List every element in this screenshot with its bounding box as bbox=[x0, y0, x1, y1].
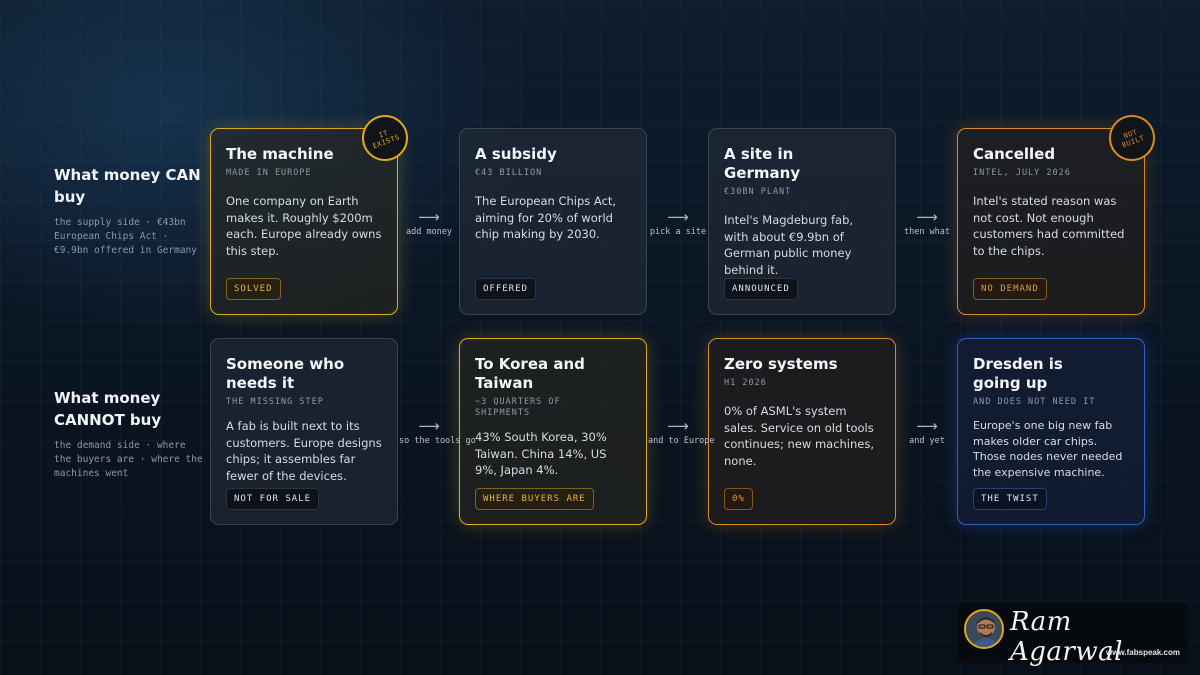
right-arrow-icon: ⟶ bbox=[916, 417, 938, 435]
connector-and-to-europe: ⟶ and to Europe bbox=[648, 417, 715, 446]
card-someone-who-needs-it: Someone who needs it THE MISSING STEP A … bbox=[210, 338, 398, 525]
card-meta: INTEL, JULY 2026 bbox=[973, 168, 1071, 178]
card-title: The machine bbox=[226, 145, 334, 163]
connector-label: add money bbox=[405, 227, 453, 237]
connector-label: then what bbox=[903, 227, 951, 237]
right-arrow-icon: ⟶ bbox=[916, 208, 938, 226]
card-meta: THE MISSING STEP bbox=[226, 397, 324, 407]
card-meta: €43 BILLION bbox=[475, 168, 543, 178]
card-meta: ~3 QUARTERS OF SHIPMENTS bbox=[475, 397, 561, 418]
right-arrow-icon: ⟶ bbox=[667, 208, 689, 226]
row-label-cannot-buy: What money CANNOT buy the demand side · … bbox=[54, 387, 204, 481]
card-body: Intel's stated reason was not cost. Not … bbox=[973, 194, 1125, 258]
card-body: Intel's Magdeburg fab, with about €9.9bn… bbox=[724, 213, 854, 277]
card-cancelled: Cancelled INTEL, JULY 2026 Intel's state… bbox=[957, 128, 1145, 315]
card-body: Europe's one big new fab makes older car… bbox=[973, 419, 1123, 479]
stamp-text: IT EXISTS bbox=[371, 128, 402, 151]
card-body: A fab is built next to its customers. Eu… bbox=[226, 419, 382, 483]
right-arrow-icon: ⟶ bbox=[418, 208, 440, 226]
card-meta: H1 2026 bbox=[724, 378, 767, 388]
row-subtitle: the supply side · €43bn European Chips A… bbox=[54, 217, 197, 256]
card-meta: MADE IN EUROPE bbox=[226, 168, 312, 178]
card-title: Cancelled bbox=[973, 145, 1056, 163]
right-arrow-icon: ⟶ bbox=[418, 417, 440, 435]
card-the-machine: The machine MADE IN EUROPE One company o… bbox=[210, 128, 398, 315]
stamp-it-exists: IT EXISTS bbox=[362, 115, 408, 161]
row-title: What money CAN buy bbox=[54, 166, 201, 206]
card-dresden-is-going-up: Dresden is going up AND DOES NOT NEED IT… bbox=[957, 338, 1145, 525]
avatar bbox=[964, 609, 1004, 649]
card-title: To Korea and Taiwan bbox=[475, 355, 585, 392]
status-badge: WHERE BUYERS ARE bbox=[475, 488, 594, 510]
card-body: 0% of ASML's system sales. Service on ol… bbox=[724, 404, 875, 468]
status-badge: NO DEMAND bbox=[973, 278, 1047, 300]
status-badge: 0% bbox=[724, 488, 753, 510]
row-label-can-buy: What money CAN buy the supply side · €43… bbox=[54, 164, 204, 258]
card-meta: €30BN PLANT bbox=[724, 187, 792, 197]
connector-add-money: ⟶ add money bbox=[399, 209, 459, 237]
stamp-not-built: NOT BUILT bbox=[1109, 115, 1155, 161]
card-title: Someone who needs it bbox=[226, 355, 345, 392]
row-title: What money CANNOT buy bbox=[54, 389, 162, 429]
status-badge: NOT FOR SALE bbox=[226, 488, 320, 510]
status-badge: THE TWIST bbox=[973, 488, 1047, 510]
connector-so-the-tools-go: ⟶ so the tools go bbox=[399, 417, 476, 446]
card-to-korea-and-taiwan: To Korea and Taiwan ~3 QUARTERS OF SHIPM… bbox=[459, 338, 647, 525]
card-title: A subsidy bbox=[475, 145, 557, 163]
card-zero-systems: Zero systems H1 2026 0% of ASML's system… bbox=[708, 338, 896, 525]
card-a-subsidy: A subsidy €43 BILLION The European Chips… bbox=[459, 128, 647, 315]
connector-label: and to Europe bbox=[648, 436, 715, 446]
connector-label: and yet bbox=[909, 436, 945, 446]
connector-then-what: ⟶ then what bbox=[897, 209, 957, 237]
card-title: A site in Germany bbox=[724, 145, 801, 182]
row-subtitle: the demand side · where the buyers are ·… bbox=[54, 440, 203, 479]
card-meta: AND DOES NOT NEED IT bbox=[973, 397, 1096, 407]
connector-and-yet: ⟶ and yet bbox=[897, 418, 957, 446]
card-body: The European Chips Act, aiming for 20% o… bbox=[475, 194, 617, 241]
author-signature: Ram Agarwal www.fabspeak.com bbox=[958, 603, 1188, 667]
stamp-text: NOT BUILT bbox=[1120, 128, 1146, 150]
card-title: Dresden is going up bbox=[973, 355, 1063, 392]
card-body: 43% South Korea, 30% Taiwan. China 14%, … bbox=[475, 430, 607, 477]
website-url: www.fabspeak.com bbox=[1106, 648, 1180, 657]
connector-pick-a-site: ⟶ pick a site bbox=[648, 209, 708, 237]
connector-label: so the tools go bbox=[399, 436, 476, 446]
status-badge: OFFERED bbox=[475, 278, 536, 300]
right-arrow-icon: ⟶ bbox=[667, 417, 689, 435]
status-badge: ANNOUNCED bbox=[724, 278, 798, 300]
card-title: Zero systems bbox=[724, 355, 838, 373]
connector-label: pick a site bbox=[649, 227, 707, 237]
signature-name: Ram Agarwal bbox=[1010, 607, 1123, 667]
card-body: One company on Earth makes it. Roughly $… bbox=[226, 194, 382, 258]
status-badge: SOLVED bbox=[226, 278, 281, 300]
card-a-site-in-germany: A site in Germany €30BN PLANT Intel's Ma… bbox=[708, 128, 896, 315]
